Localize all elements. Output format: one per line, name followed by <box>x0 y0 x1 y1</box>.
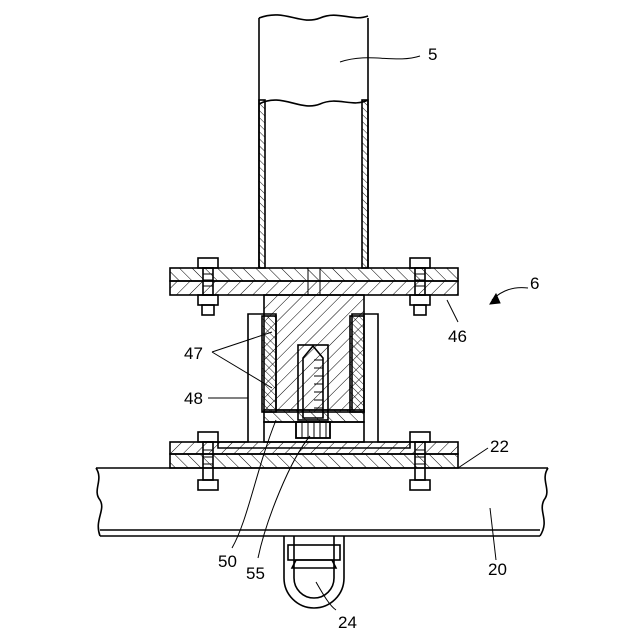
hanger <box>284 536 344 608</box>
label-5: 5 <box>428 45 437 64</box>
beam <box>96 468 548 536</box>
label-50: 50 <box>218 552 237 571</box>
label-24: 24 <box>338 613 357 632</box>
insert-block <box>264 295 364 420</box>
label-6: 6 <box>530 274 539 293</box>
label-48: 48 <box>184 389 203 408</box>
label-47: 47 <box>184 344 203 363</box>
label-20: 20 <box>488 560 507 579</box>
label-22: 22 <box>490 437 509 456</box>
label-46: 46 <box>448 327 467 346</box>
label-55: 55 <box>246 564 265 583</box>
pipe <box>259 15 368 268</box>
